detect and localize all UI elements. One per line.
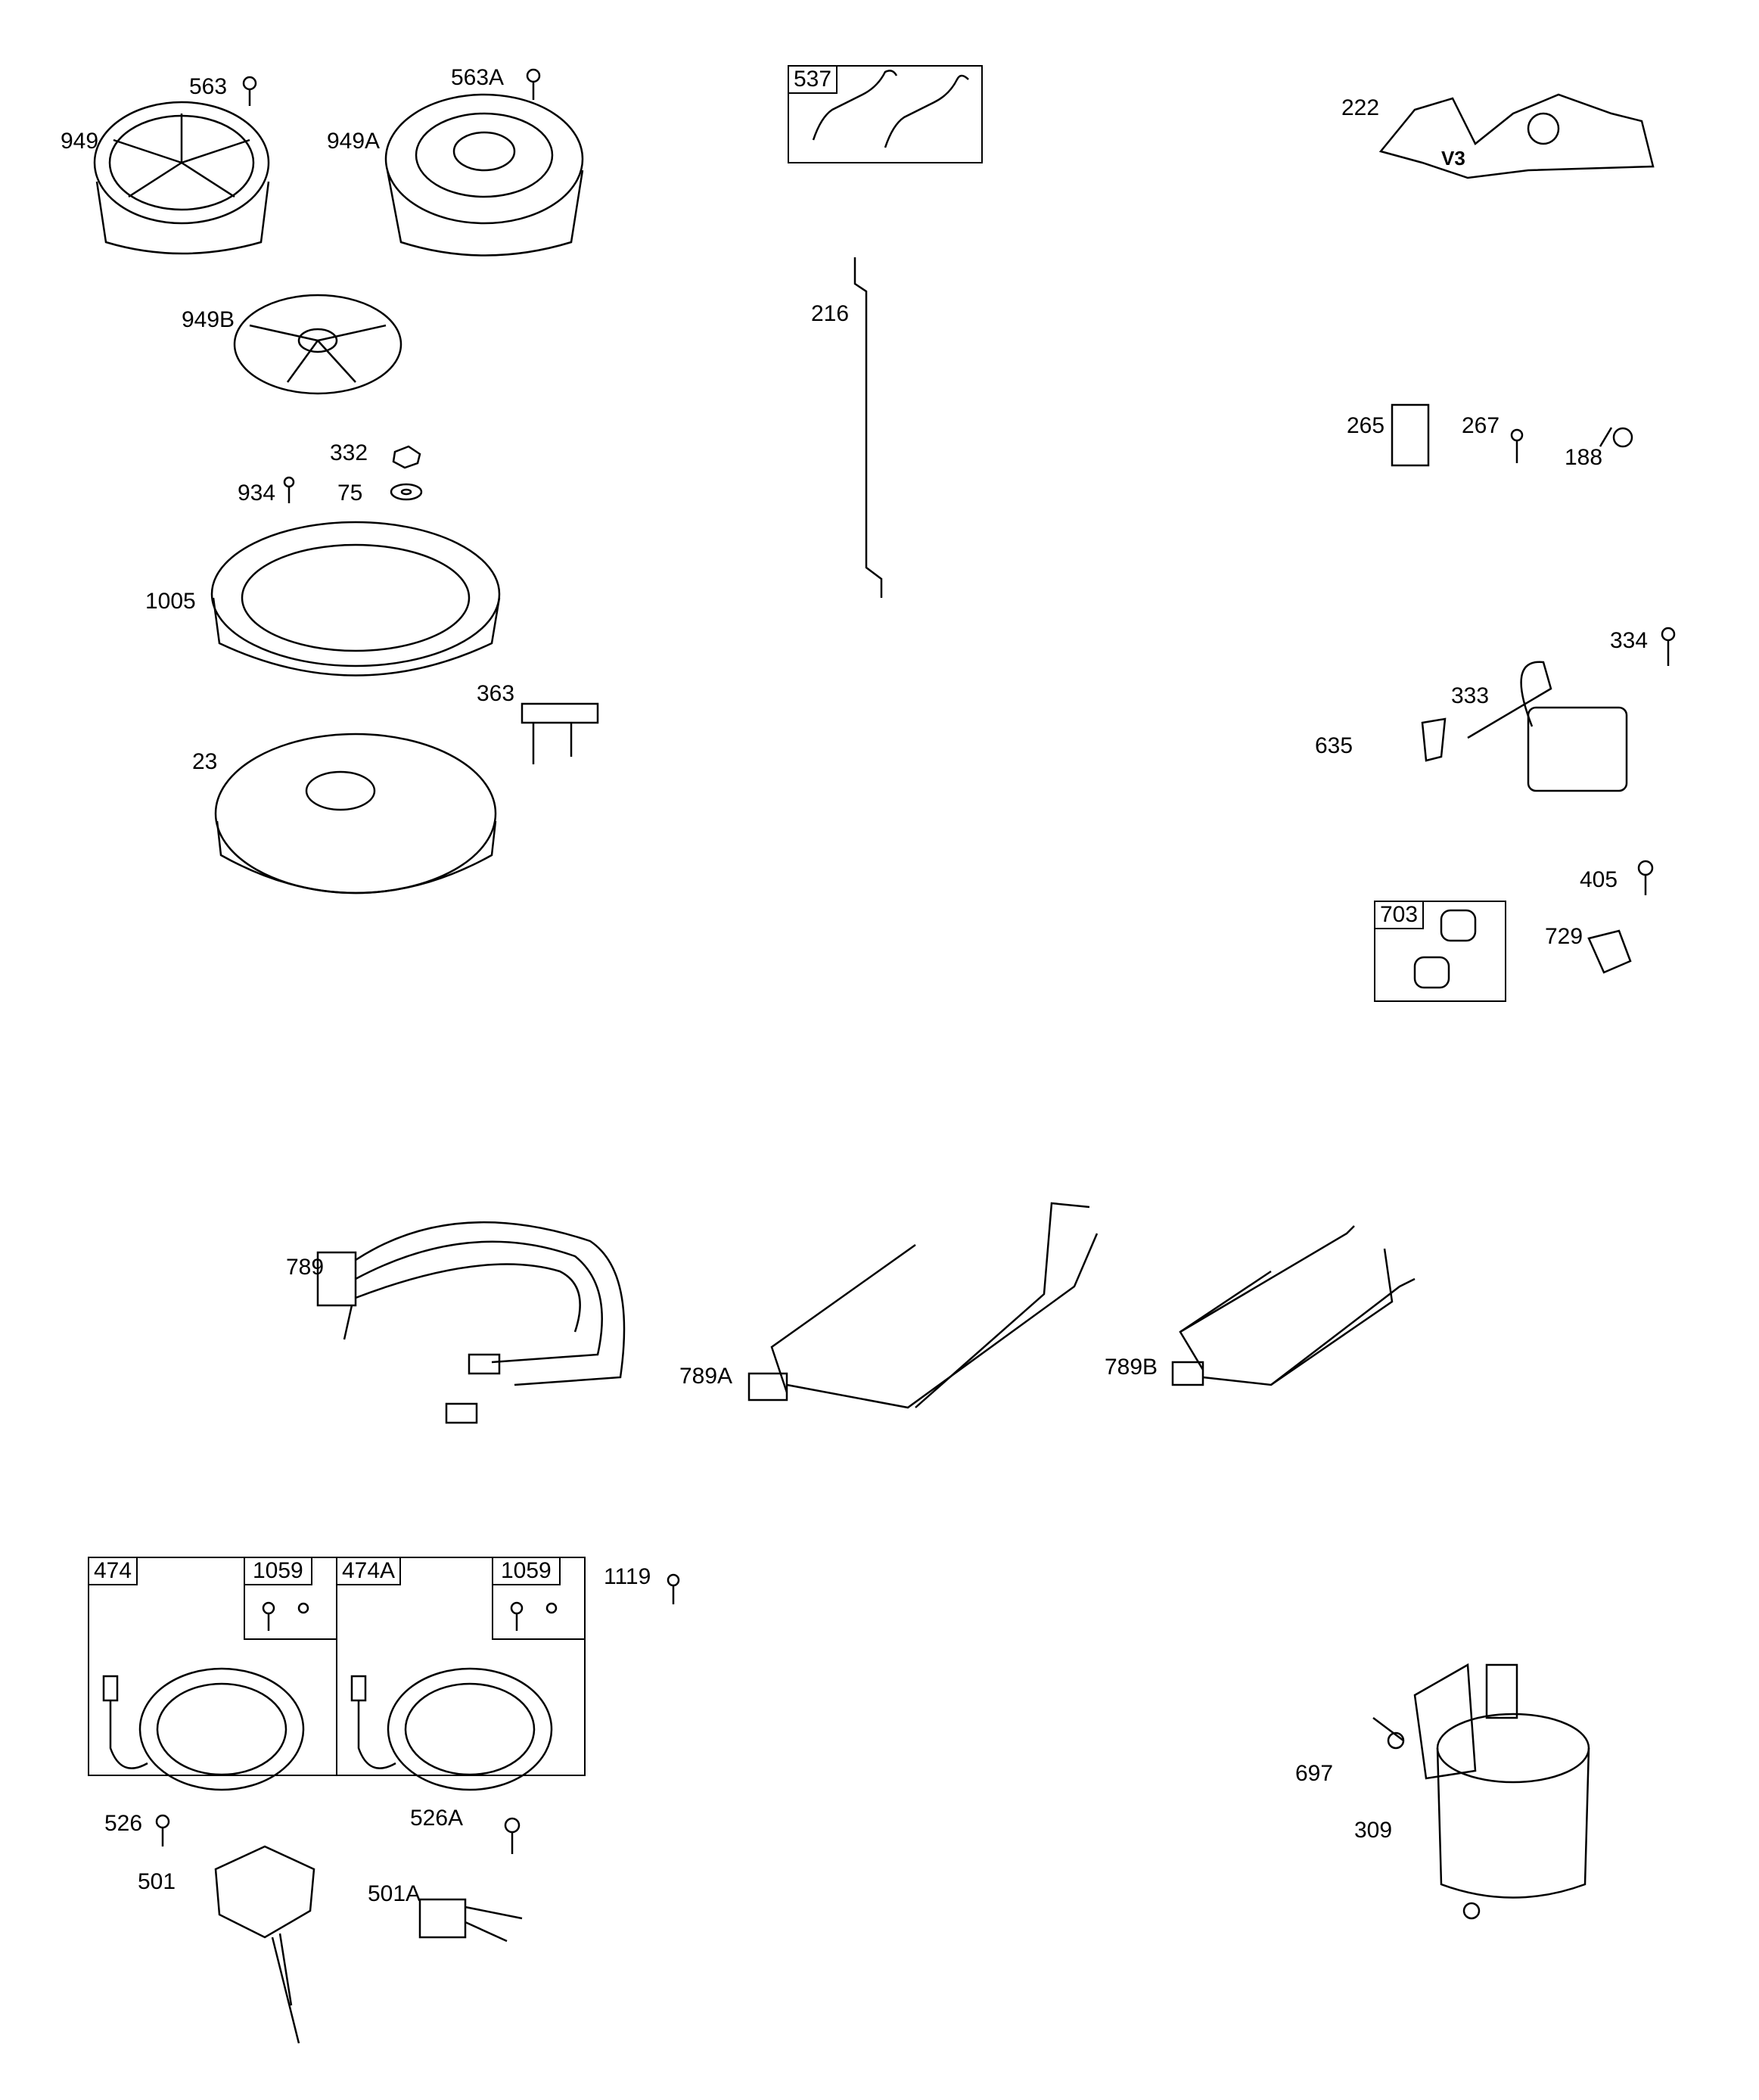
label-949B: 949B — [182, 307, 235, 332]
label-23: 23 — [192, 749, 218, 774]
label-934: 934 — [238, 481, 276, 506]
part-1119-drawing — [667, 1573, 680, 1604]
part-729-drawing — [1587, 929, 1632, 974]
part-333-drawing — [1467, 661, 1628, 792]
label-267: 267 — [1462, 413, 1500, 438]
label-405: 405 — [1580, 867, 1618, 892]
part-474A-box — [336, 1557, 586, 1776]
part-405-drawing — [1637, 860, 1654, 895]
part-537-box — [788, 65, 983, 163]
part-1059-hardware-drawing — [262, 1601, 558, 1631]
label-501: 501 — [138, 1869, 176, 1894]
part-332-drawing — [392, 445, 421, 469]
label-216: 216 — [811, 301, 850, 326]
label-789: 789 — [286, 1255, 325, 1280]
label-789B: 789B — [1105, 1355, 1158, 1380]
part-949A-drawing — [384, 93, 584, 257]
part-526A-drawing — [504, 1817, 521, 1854]
part-537-tag: 537 — [788, 65, 838, 94]
part-934-drawing — [283, 476, 295, 503]
label-188: 188 — [1565, 445, 1603, 470]
label-526A: 526A — [410, 1806, 464, 1831]
label-75: 75 — [337, 481, 363, 506]
label-332: 332 — [330, 440, 368, 465]
part-188-drawing — [1599, 427, 1633, 448]
label-949A: 949A — [327, 129, 381, 154]
part-1059-tag-a: 1059 — [244, 1557, 312, 1585]
part-526-drawing — [155, 1814, 170, 1846]
label-729: 729 — [1545, 924, 1583, 949]
part-563-drawing — [242, 76, 257, 106]
label-635: 635 — [1315, 733, 1353, 758]
part-216-drawing — [853, 257, 883, 598]
label-563A: 563A — [451, 65, 505, 90]
part-23-drawing — [214, 733, 497, 894]
label-334: 334 — [1610, 628, 1649, 653]
part-501A-drawing — [418, 1898, 523, 1943]
part-789B-drawing — [1171, 1225, 1416, 1386]
part-537-drawing — [812, 70, 969, 148]
part-474-tag: 474 — [88, 1557, 138, 1585]
part-75-drawing — [390, 483, 423, 501]
label-1119: 1119 — [604, 1564, 651, 1589]
part-703-box — [1374, 901, 1506, 1002]
part-563A-drawing — [526, 68, 541, 100]
part-1059-tag-b: 1059 — [492, 1557, 561, 1585]
label-789A: 789A — [679, 1364, 733, 1389]
part-703-tag: 703 — [1374, 901, 1425, 929]
label-949: 949 — [61, 129, 99, 154]
label-526: 526 — [104, 1811, 143, 1836]
part-222-drawing: V3 — [1378, 93, 1655, 179]
part-949B-drawing — [233, 294, 402, 395]
label-265: 265 — [1347, 413, 1385, 438]
label-697: 697 — [1295, 1761, 1334, 1786]
label-363: 363 — [477, 681, 515, 706]
label-501A: 501A — [368, 1881, 421, 1906]
label-309: 309 — [1354, 1818, 1393, 1843]
part-265-drawing — [1391, 403, 1430, 467]
part-697-drawing — [1372, 1717, 1405, 1750]
label-222: 222 — [1341, 95, 1380, 120]
part-363-drawing — [521, 702, 599, 764]
part-789-drawing — [316, 1221, 626, 1424]
label-333: 333 — [1451, 683, 1490, 708]
part-474A-tag: 474A — [336, 1557, 402, 1585]
part-501-drawing — [214, 1845, 315, 2044]
part-334-drawing — [1661, 627, 1676, 666]
part-949-drawing — [93, 101, 270, 255]
part-267-drawing — [1510, 428, 1524, 463]
part-789A-drawing — [747, 1202, 1099, 1409]
part-1005-drawing — [210, 521, 501, 677]
label-1005: 1005 — [145, 589, 196, 614]
label-563: 563 — [189, 74, 228, 99]
svg-text:V3: V3 — [1441, 147, 1465, 170]
part-309-drawing — [1413, 1663, 1590, 1920]
part-635-drawing — [1421, 717, 1447, 762]
part-703-drawing — [1413, 909, 1477, 989]
